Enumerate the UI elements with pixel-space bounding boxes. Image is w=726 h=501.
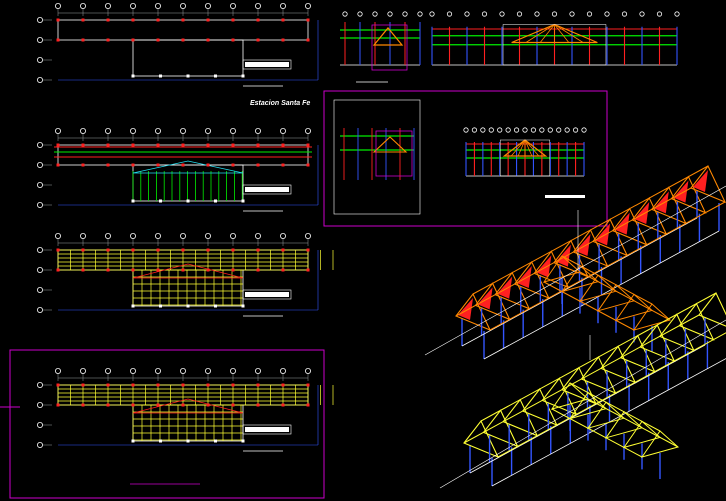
elevation-middle: [463, 127, 587, 177]
plan-roof-framing: [37, 367, 334, 452]
isometric-view-roof: [463, 291, 726, 487]
drawing-caption: Estacion Santa Fe: [250, 100, 311, 107]
elevation-front: [429, 11, 680, 66]
sheet-border-lower: [0, 349, 325, 499]
plan-foundation: [37, 3, 319, 87]
sheet-middle: [323, 90, 608, 227]
isometric-view-structure: [455, 164, 726, 360]
plan-roof-grid: [37, 232, 334, 317]
section-detail-top: [340, 11, 423, 83]
plan-structure: [37, 127, 319, 212]
isometric-axis-lines: [424, 185, 726, 489]
